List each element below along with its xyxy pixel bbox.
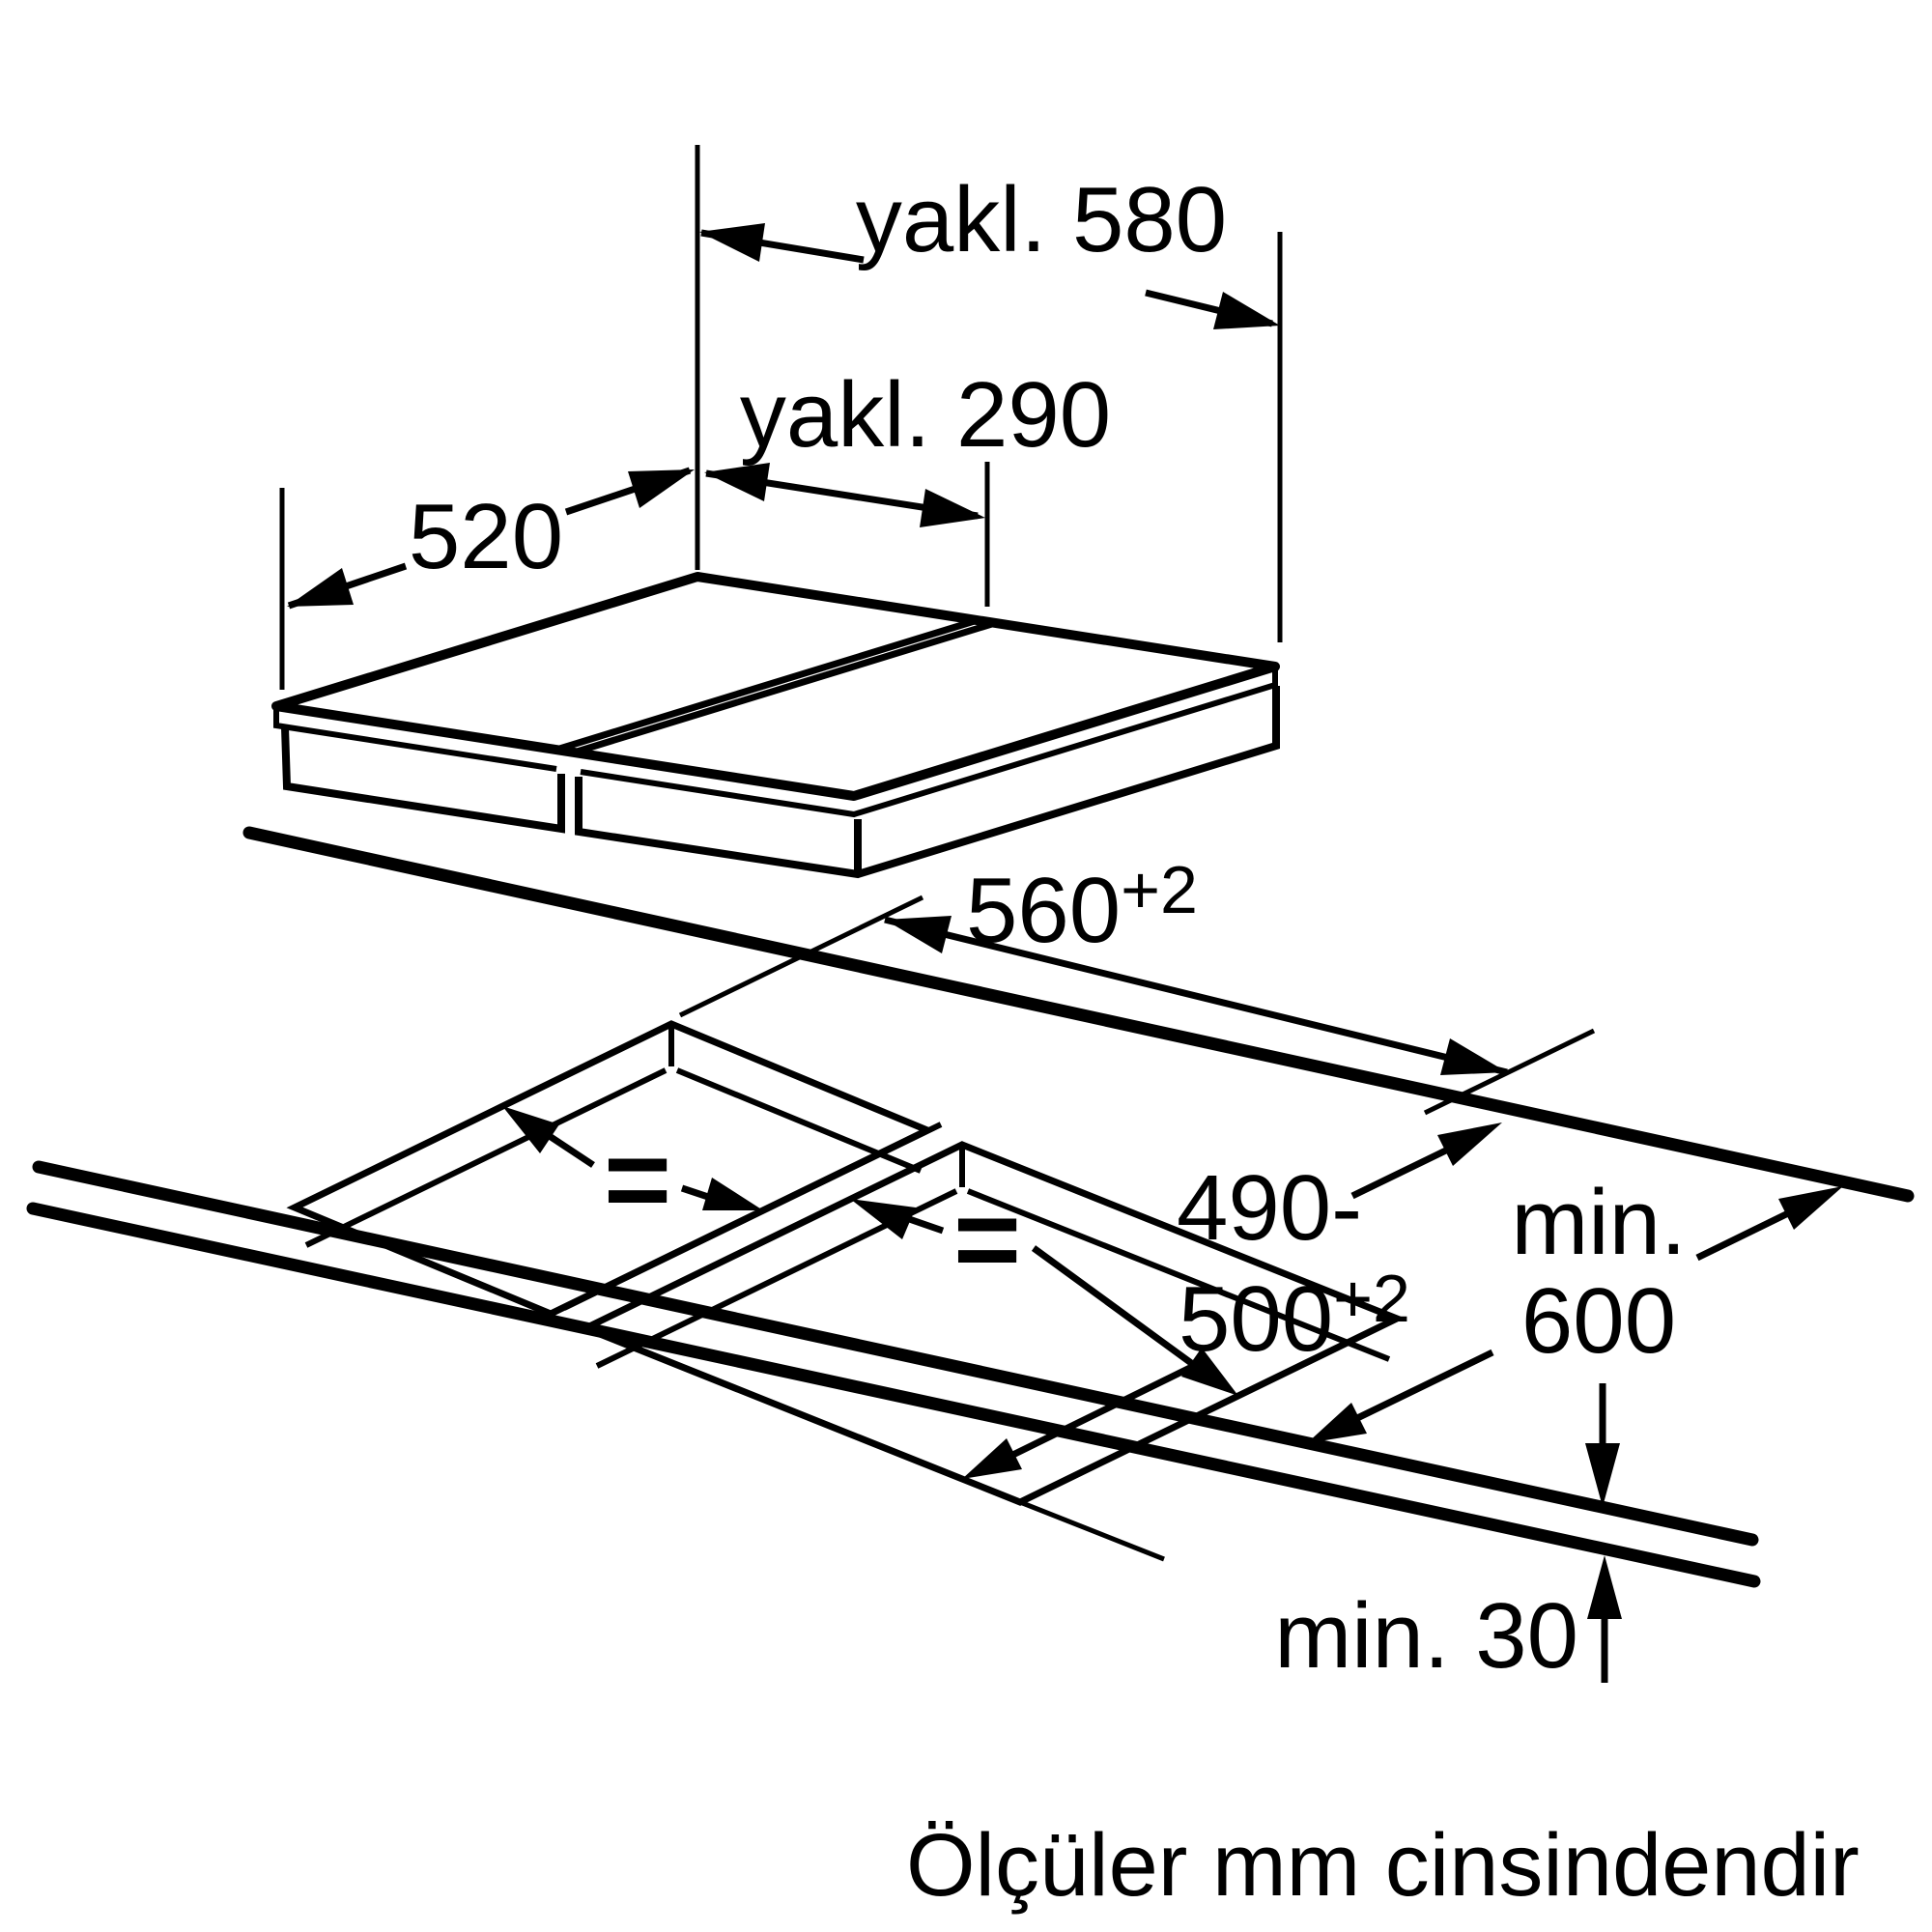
dimension-hob-module-width: yakl. 290: [704, 363, 1111, 607]
cutout-right-bottom-extension: [1019, 1499, 1165, 1562]
arrowhead-right-icon: [1213, 292, 1280, 329]
countertop-front-edge-bottom: [26, 1202, 1761, 1588]
arrowhead-upper-icon: [1778, 1186, 1843, 1230]
hob-total-width-label: yakl. 580: [856, 168, 1227, 271]
arrowhead-upleft-icon: [850, 1199, 916, 1239]
arrowhead-lower-icon: [1307, 1403, 1367, 1443]
dimension-hob-depth: 520: [279, 467, 695, 690]
hob-drawing: [271, 572, 1280, 879]
countertop-front-edge-top: [32, 1160, 1759, 1547]
cutout-right-inner-wall-right: [966, 1188, 1391, 1362]
dimension-worktop-depth: min. 600: [1307, 1171, 1843, 1443]
worktop-depth-value: 600: [1521, 1269, 1676, 1373]
hob-glass-edge-left: [273, 708, 557, 772]
dimension-worktop-front-thickness: min. 30: [1274, 1383, 1622, 1688]
arrowhead-down-icon: [1585, 1443, 1620, 1507]
dimension-line: [884, 916, 1508, 1076]
centering-line-right: [1031, 1245, 1201, 1371]
equal-sign-right: =: [953, 1175, 1021, 1304]
arrowhead-downright-icon: [1181, 1348, 1238, 1396]
cutout-left-outline: [286, 1020, 936, 1318]
arrowhead-left-icon: [885, 916, 952, 953]
arrowhead-upleft-icon: [502, 1106, 559, 1153]
dimension-cutout-depth: 490- 500+2: [962, 1122, 1502, 1479]
hob-glass-edge-right: [580, 668, 1278, 818]
hob-depth-label: 520: [409, 485, 563, 588]
arrowhead-left-icon: [287, 568, 354, 607]
arrowhead-upper-icon: [1437, 1122, 1502, 1166]
equal-sign-left: =: [604, 1115, 671, 1244]
worktop-depth-word: min.: [1511, 1171, 1686, 1274]
arrowhead-right-icon: [628, 469, 695, 508]
hob-glass-top: [271, 572, 1280, 801]
arrowhead-downright-icon: [702, 1178, 763, 1210]
arrowhead-lower-icon: [962, 1438, 1022, 1479]
arrowhead-left-icon: [704, 463, 770, 501]
countertop-drawing: [26, 826, 1915, 1588]
hob-module-junction-line-right: [572, 619, 997, 756]
cutout-width-tolerance: +2: [1121, 852, 1198, 927]
hob-module-junction-line-left: [554, 616, 980, 753]
hob-module-width-label: yakl. 290: [740, 363, 1111, 467]
centering-mark-left: =: [502, 1106, 763, 1244]
hob-body-left-module: [281, 726, 565, 834]
dimension-cutout-width: 560+2: [678, 852, 1596, 1116]
cutout-divider-bar: [562, 1122, 943, 1311]
centering-mark-right: =: [850, 1175, 1238, 1396]
cutout-width-label: 560+2: [966, 852, 1198, 962]
cutout-left-inner-wall-left: [304, 1067, 668, 1248]
countertop-back-edge: [242, 826, 1915, 1203]
divider-bar-line: [562, 1122, 943, 1311]
arrowhead-up-icon: [1587, 1555, 1622, 1619]
arrowhead-right-icon: [1440, 1038, 1507, 1075]
extension-line-right: [1423, 1028, 1596, 1116]
extension-line-left: [678, 895, 924, 1018]
cutout-depth-tolerance: +2: [1333, 1261, 1410, 1336]
arrowhead-left-icon: [699, 223, 765, 262]
cutout-right: [577, 1141, 1406, 1562]
cutout-depth-range-label: 490-: [1177, 1156, 1362, 1260]
arrowhead-right-icon: [920, 489, 985, 527]
cutout-width-value: 560: [966, 859, 1121, 962]
cutout-depth-label: 500+2: [1179, 1261, 1410, 1371]
dimension-hob-total-width: yakl. 580: [695, 145, 1283, 642]
worktop-front-thickness-label: min. 30: [1274, 1584, 1578, 1688]
units-note: Ölçüler mm cinsindendir: [906, 1816, 1860, 1915]
